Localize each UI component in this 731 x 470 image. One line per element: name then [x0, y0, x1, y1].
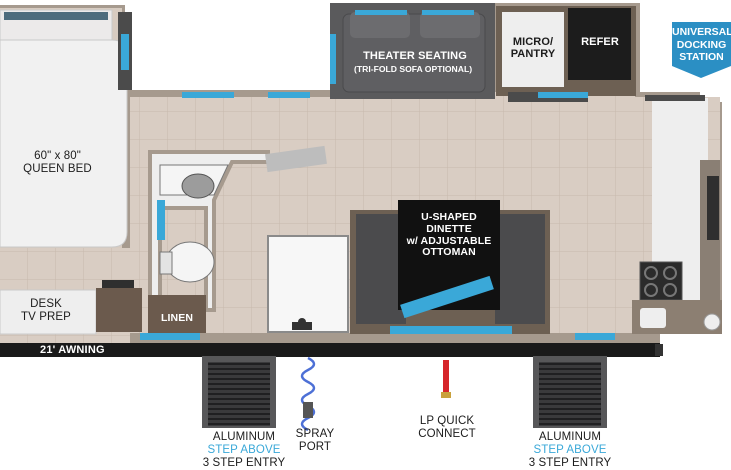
awning-bar [0, 343, 660, 357]
shower [267, 235, 349, 333]
dinette-bench-left [356, 214, 406, 324]
theater-seating-sublabel: (TRI-FOLD SOFA OPTIONAL) [354, 64, 473, 74]
micro-pantry-label: MICRO/PANTRY [510, 36, 556, 61]
ottoman [400, 275, 494, 319]
entry-steps-right [533, 356, 607, 428]
linen-label: LINEN [161, 312, 193, 324]
spray-hose [300, 356, 316, 432]
step-right-label: ALUMINUM STEP ABOVE 3 STEP ENTRY [528, 431, 612, 469]
entry-steps-left [202, 356, 276, 428]
queen-bed [0, 39, 128, 248]
theater-seating-label: THEATER SEATING [363, 50, 467, 62]
awning-label: 21' AWNING [40, 344, 105, 356]
step-left-label: ALUMINUM STEP ABOVE 3 STEP ENTRY [202, 431, 286, 469]
lp-connector [441, 360, 451, 398]
linen-cabinet [148, 295, 206, 333]
queen-bed-label: 60" x 80"QUEEN BED [23, 150, 92, 175]
toilet [165, 241, 215, 283]
refer-label: REFER [581, 36, 619, 48]
dinette-bench-right [495, 214, 545, 324]
